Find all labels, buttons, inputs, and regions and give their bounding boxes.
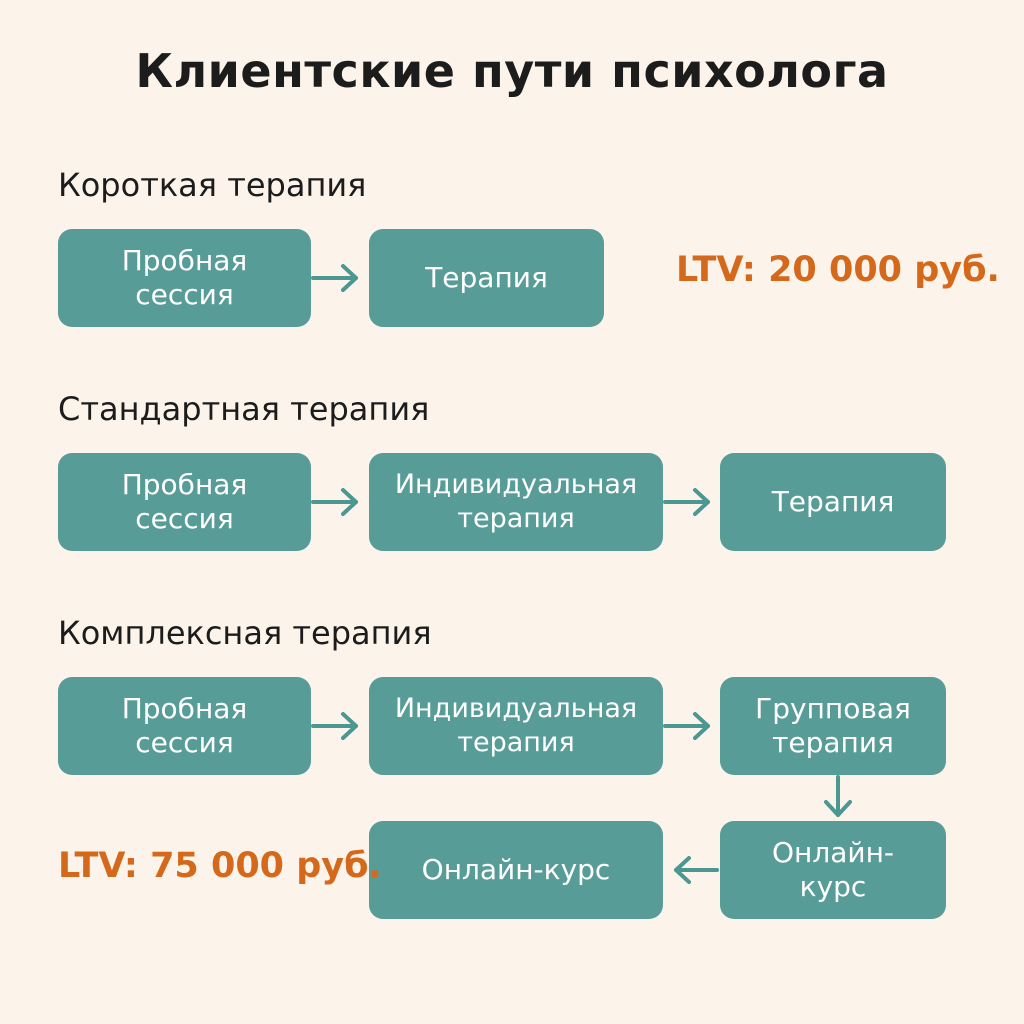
arrow-right-icon <box>311 712 358 740</box>
step-trial-session-complex: Пробная сессия <box>58 677 311 775</box>
step-online-course-left: Онлайн-курс <box>369 821 663 919</box>
arrow-right-icon <box>311 488 358 516</box>
diagram-title: Клиентские пути психолога <box>135 44 889 98</box>
step-individual-therapy-standard: Индивидуальная терапия <box>369 453 663 551</box>
step-trial-session-short: Пробная сессия <box>58 229 311 327</box>
step-therapy-short: Терапия <box>369 229 604 327</box>
arrow-right-icon <box>663 488 710 516</box>
arrow-right-icon <box>311 264 358 292</box>
section-title-complex: Комплексная терапия <box>58 614 432 652</box>
step-individual-therapy-complex: Индивидуальная терапия <box>369 677 663 775</box>
arrow-left-icon <box>674 856 719 884</box>
ltv-complex: LTV: 75 000 руб. <box>58 846 382 886</box>
section-title-standard: Стандартная терапия <box>58 390 430 428</box>
step-therapy-standard: Терапия <box>720 453 946 551</box>
section-title-short: Короткая терапия <box>58 166 367 204</box>
step-group-therapy-complex: Групповая терапия <box>720 677 946 775</box>
step-trial-session-standard: Пробная сессия <box>58 453 311 551</box>
step-online-course-right: Онлайн- курс <box>720 821 946 919</box>
arrow-down-icon <box>824 775 852 817</box>
arrow-right-icon <box>663 712 710 740</box>
ltv-short: LTV: 20 000 руб. <box>676 250 1000 290</box>
